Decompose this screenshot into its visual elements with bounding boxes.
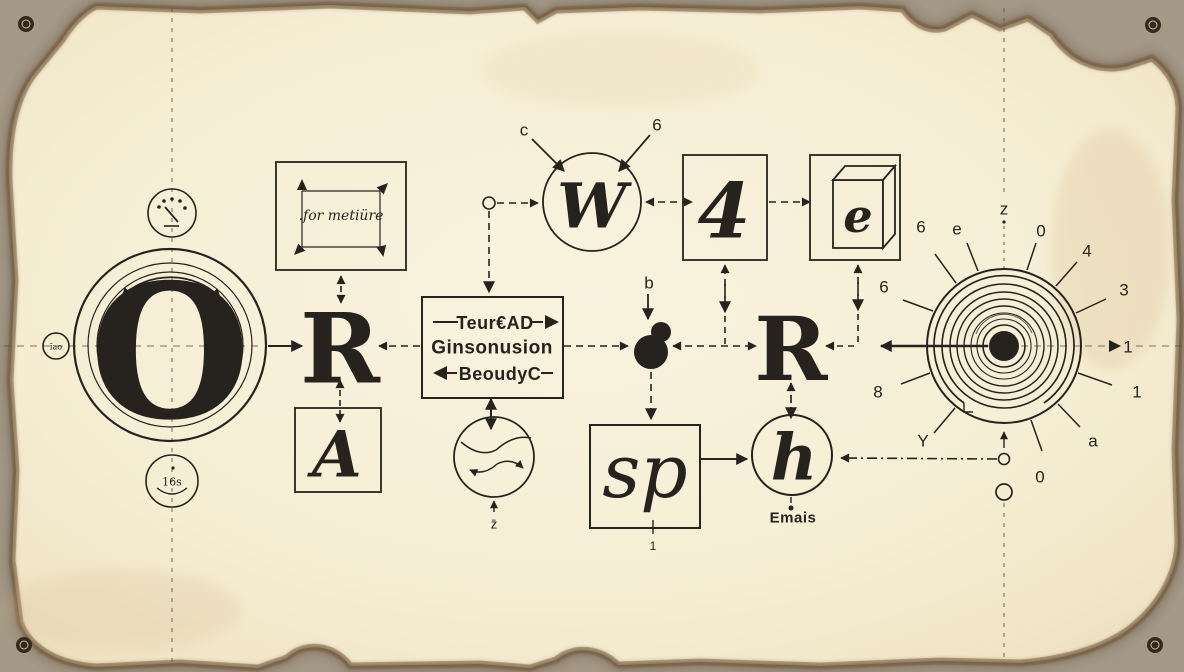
sunburst-label-0a: 0 bbox=[1036, 222, 1045, 241]
o-ring-inner bbox=[96, 271, 244, 419]
four-box-node: 4 bbox=[682, 154, 768, 261]
six-pointer-arrow bbox=[618, 134, 651, 172]
expand-arrows-icon bbox=[294, 179, 388, 257]
process-line1: Teur€AD bbox=[456, 313, 533, 333]
a-box-node: A bbox=[294, 407, 382, 493]
sunburst-axis-arrow-icon bbox=[1109, 340, 1121, 352]
book-box-node: e bbox=[809, 154, 901, 261]
sunburst-port-small bbox=[997, 452, 1011, 466]
counter-badge-label: 16s bbox=[162, 476, 182, 489]
process-line2: Ginsonusion bbox=[431, 338, 553, 359]
book-letter: e bbox=[843, 189, 872, 243]
sunburst-label-6a: 6 bbox=[879, 278, 888, 297]
sp-box-node: sp 1 bbox=[589, 424, 701, 553]
wave-node: z̄ bbox=[453, 416, 535, 532]
sunburst-spokes bbox=[900, 242, 1113, 452]
c-pointer-arrow bbox=[531, 138, 565, 172]
paper-stain bbox=[1050, 130, 1170, 370]
connector-sunburst-to-h bbox=[840, 453, 998, 463]
sunburst-label-4: 4 bbox=[1082, 242, 1091, 261]
w-letter: W bbox=[557, 170, 632, 243]
o-hub-node: O 16s ĩao bbox=[42, 188, 268, 508]
c-label: c bbox=[520, 121, 529, 140]
parchment-burn-edge bbox=[7, 3, 1182, 670]
wave-curves-icon bbox=[460, 436, 532, 477]
sunburst-label-0b: 0 bbox=[1035, 468, 1044, 487]
sp-letter: sp bbox=[602, 429, 687, 515]
sunburst-label-a: a bbox=[1088, 432, 1098, 451]
sunburst-label-z: z bbox=[1000, 200, 1009, 219]
junction-dot-node: b bbox=[634, 274, 671, 369]
sunburst-port-large bbox=[995, 483, 1013, 501]
screw-icon-top-right bbox=[1145, 17, 1161, 33]
smile-arc-icon bbox=[156, 487, 188, 495]
port-node: ĩao bbox=[42, 332, 70, 360]
h-caption: Emais bbox=[770, 510, 817, 527]
sunburst-axis-label: 1 bbox=[1123, 338, 1132, 357]
sunburst-top-dot bbox=[1002, 220, 1006, 224]
h-letter: h bbox=[771, 421, 818, 496]
port-label: ĩao bbox=[49, 343, 62, 352]
rotation-arrow-icon bbox=[121, 276, 221, 298]
measure-box-label: .for metiüre bbox=[299, 208, 384, 224]
counter-badge: 16s bbox=[145, 454, 199, 508]
drop-connectors bbox=[719, 264, 864, 351]
sunburst-core bbox=[989, 331, 1019, 361]
gauge-dial-icon bbox=[147, 188, 197, 238]
h-dot bbox=[788, 505, 794, 511]
paper-stain bbox=[0, 570, 240, 650]
four-letter: 4 bbox=[698, 167, 751, 256]
o-ring-outer bbox=[72, 247, 268, 443]
paper-stain bbox=[480, 30, 760, 110]
w-node: W c 6 bbox=[520, 116, 662, 252]
process-line3: BeoudyC bbox=[459, 364, 542, 384]
screw-icon-bottom-right bbox=[1147, 637, 1163, 653]
corner-fasteners bbox=[16, 16, 1163, 653]
sunburst-label-e: e bbox=[952, 220, 961, 239]
a-letter: A bbox=[307, 418, 362, 493]
sunburst-label-1b: 1 bbox=[1132, 383, 1141, 402]
screw-icon-top-left bbox=[18, 16, 34, 32]
six-label: 6 bbox=[652, 116, 661, 135]
book-icon bbox=[831, 163, 897, 251]
sunburst-label-3: 3 bbox=[1119, 281, 1128, 300]
sunburst-node: z 0 4 3 1 1 a 0 Y 8 6 6 e bbox=[873, 200, 1142, 501]
b-label: b bbox=[644, 274, 653, 293]
o-letter: O bbox=[89, 243, 250, 461]
wave-label: z̄ bbox=[491, 517, 498, 532]
sunburst-label-8: 8 bbox=[873, 383, 882, 402]
process-box-node: Teur€AD Ginsonusion BeoudyC bbox=[421, 296, 564, 399]
guide-lines bbox=[4, 8, 1182, 664]
o-ring-middle bbox=[87, 262, 253, 428]
measure-box-node: .for metiüre bbox=[275, 161, 407, 271]
junction-ring-node bbox=[482, 196, 496, 210]
flow-arrow-left-icon bbox=[433, 366, 447, 380]
flow-arrow-right-icon bbox=[545, 315, 559, 329]
r-left-letter: R bbox=[300, 293, 381, 406]
sunburst-label-6b: 6 bbox=[916, 218, 925, 237]
sp-tick-label: 1 bbox=[650, 539, 657, 553]
screw-icon-bottom-left bbox=[16, 637, 32, 653]
sunburst-label-y: Y bbox=[917, 432, 928, 451]
h-node: h Emais bbox=[751, 414, 833, 527]
